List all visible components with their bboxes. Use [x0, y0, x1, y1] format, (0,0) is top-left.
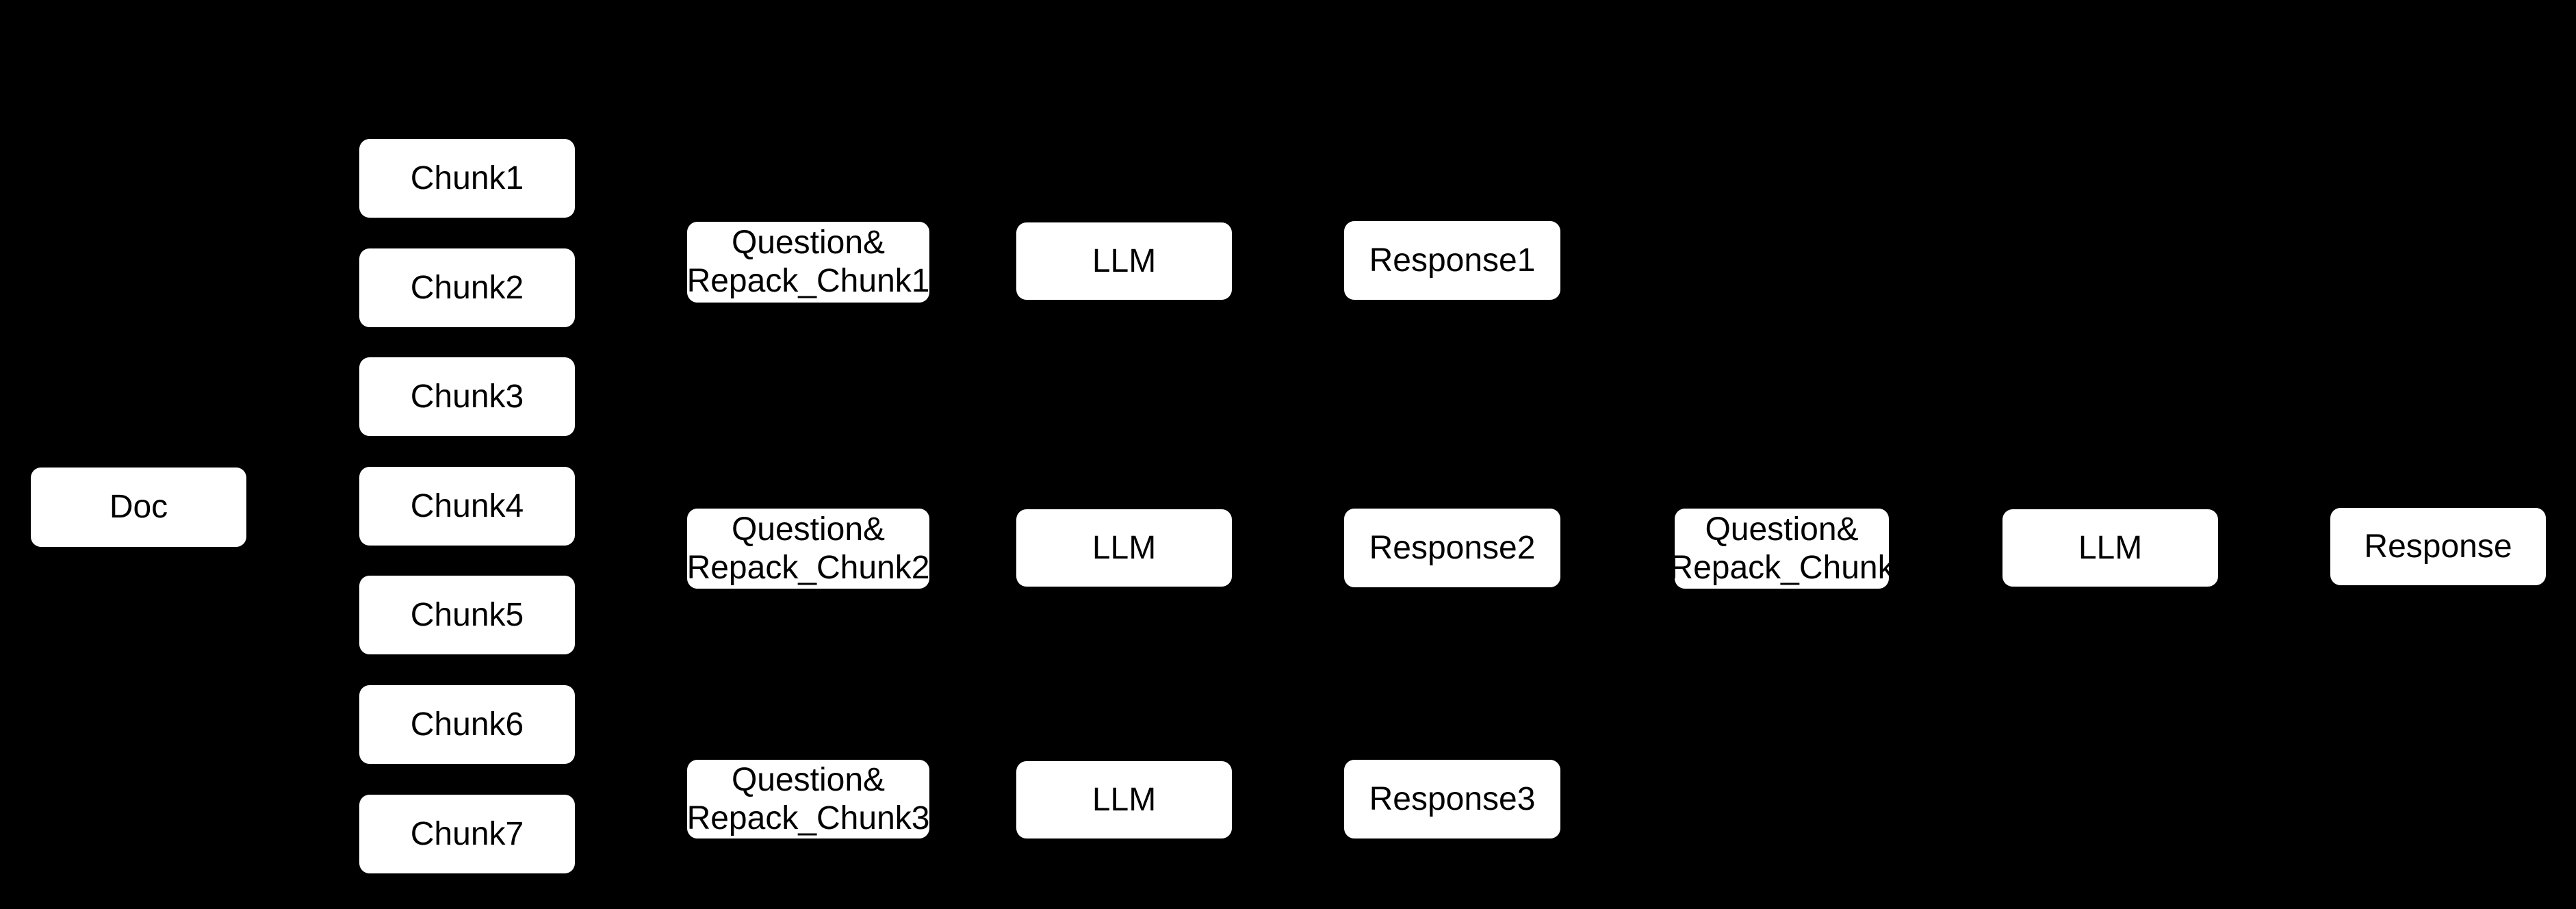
node-llm-2: LLM	[1016, 509, 1232, 587]
node-chunk3: Chunk3	[359, 357, 575, 436]
node-qr-chunk2: Question& Repack_Chunk2	[687, 509, 929, 589]
node-response1: Response1	[1344, 221, 1560, 300]
node-qr-chunk-final: Question& Repack_Chunk	[1669, 509, 1894, 589]
node-chunk4: Chunk4	[359, 467, 575, 546]
node-qr-chunk3: Question& Repack_Chunk3	[687, 760, 929, 838]
node-qr-chunk1: Question& Repack_Chunk1	[687, 222, 929, 303]
node-doc: Doc	[31, 468, 246, 547]
node-chunk1: Chunk1	[359, 139, 575, 218]
node-response-final: Response	[2330, 508, 2546, 585]
node-chunk2: Chunk2	[359, 248, 575, 327]
node-llm-final: LLM	[2002, 509, 2218, 587]
node-chunk6: Chunk6	[359, 685, 575, 764]
node-chunk5: Chunk5	[359, 576, 575, 654]
node-llm-1: LLM	[1016, 222, 1232, 300]
node-response2: Response2	[1344, 509, 1560, 587]
node-chunk7: Chunk7	[359, 795, 575, 873]
node-response3: Response3	[1344, 760, 1560, 838]
node-llm-3: LLM	[1016, 761, 1232, 838]
